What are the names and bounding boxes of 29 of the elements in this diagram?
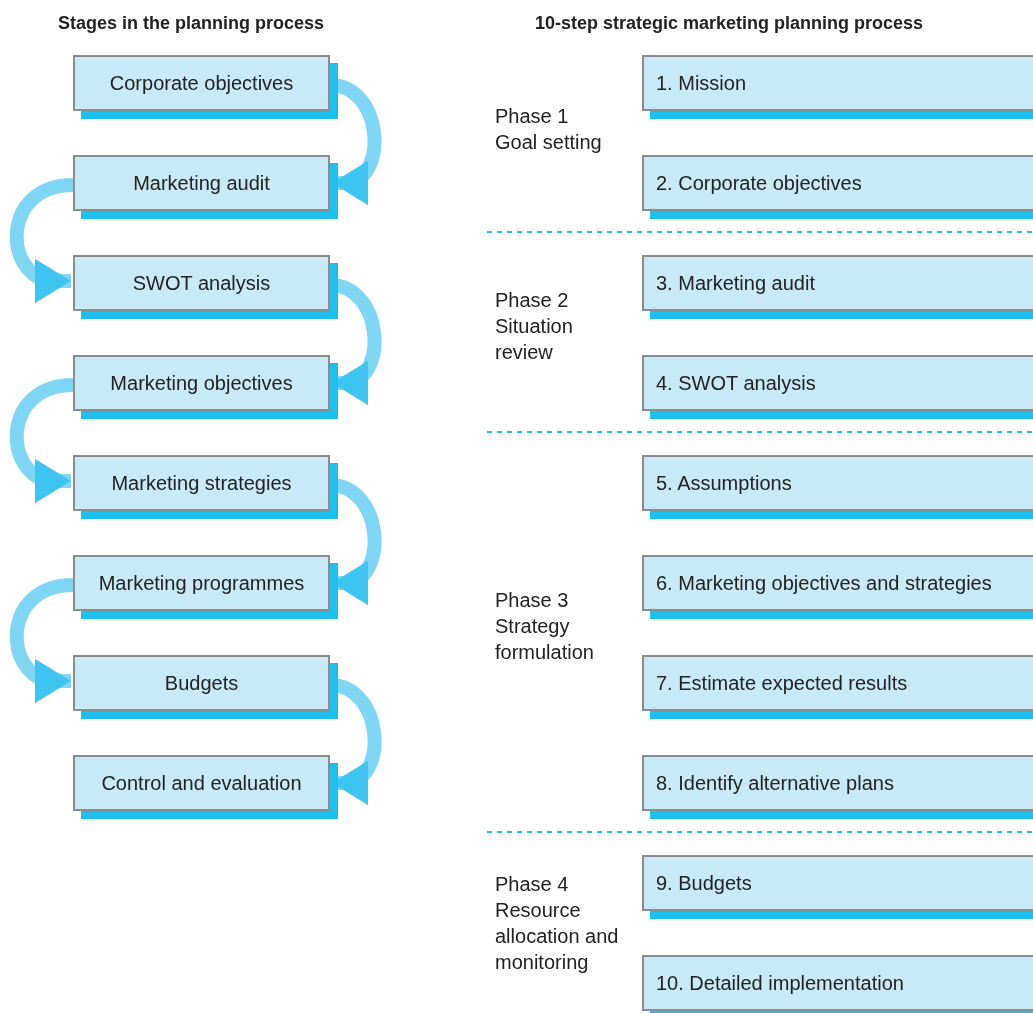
- step-label: Budgets: [164, 671, 239, 695]
- phase-label: Situation review: [495, 314, 574, 365]
- step-label: 6. Marketing objectives and strategies: [656, 571, 992, 595]
- step-label: 4. SWOT analysis: [656, 371, 816, 395]
- step-label: Marketing objectives: [110, 371, 293, 395]
- step-label: 5. Assumptions: [656, 471, 792, 495]
- step-label: 2. Corporate objectives: [656, 171, 862, 195]
- phase-label: Goal setting: [495, 130, 603, 155]
- step-label: Marketing programmes: [98, 571, 305, 595]
- step-label: Control and evaluation: [101, 771, 302, 795]
- step-label: Corporate objectives: [109, 71, 294, 95]
- column-heading: Stages in the planning process: [58, 13, 325, 34]
- phase-label: Phase 2: [495, 288, 570, 313]
- phase-label: Phase 3: [495, 588, 570, 613]
- phase-label: Phase 1: [495, 104, 570, 129]
- phase-label: Phase 4: [495, 872, 570, 897]
- step-label: 8. Identify alternative plans: [656, 771, 894, 795]
- step-label: 1. Mission: [656, 71, 747, 95]
- process-box: [642, 955, 1033, 1011]
- step-label: 3. Marketing audit: [656, 271, 815, 295]
- step-label: SWOT analysis: [132, 271, 271, 295]
- step-label: Marketing audit: [133, 171, 270, 195]
- step-label: 9. Budgets: [656, 871, 752, 895]
- step-label: Marketing strategies: [111, 471, 292, 495]
- column-heading: 10-step strategic marketing planning process: [535, 13, 924, 34]
- phase-label: Resource allocation and monitoring: [495, 898, 620, 975]
- step-label: 10. Detailed implementation: [656, 971, 904, 995]
- phase-label: Strategy formulation: [495, 614, 595, 665]
- step-label: 7. Estimate expected results: [656, 671, 908, 695]
